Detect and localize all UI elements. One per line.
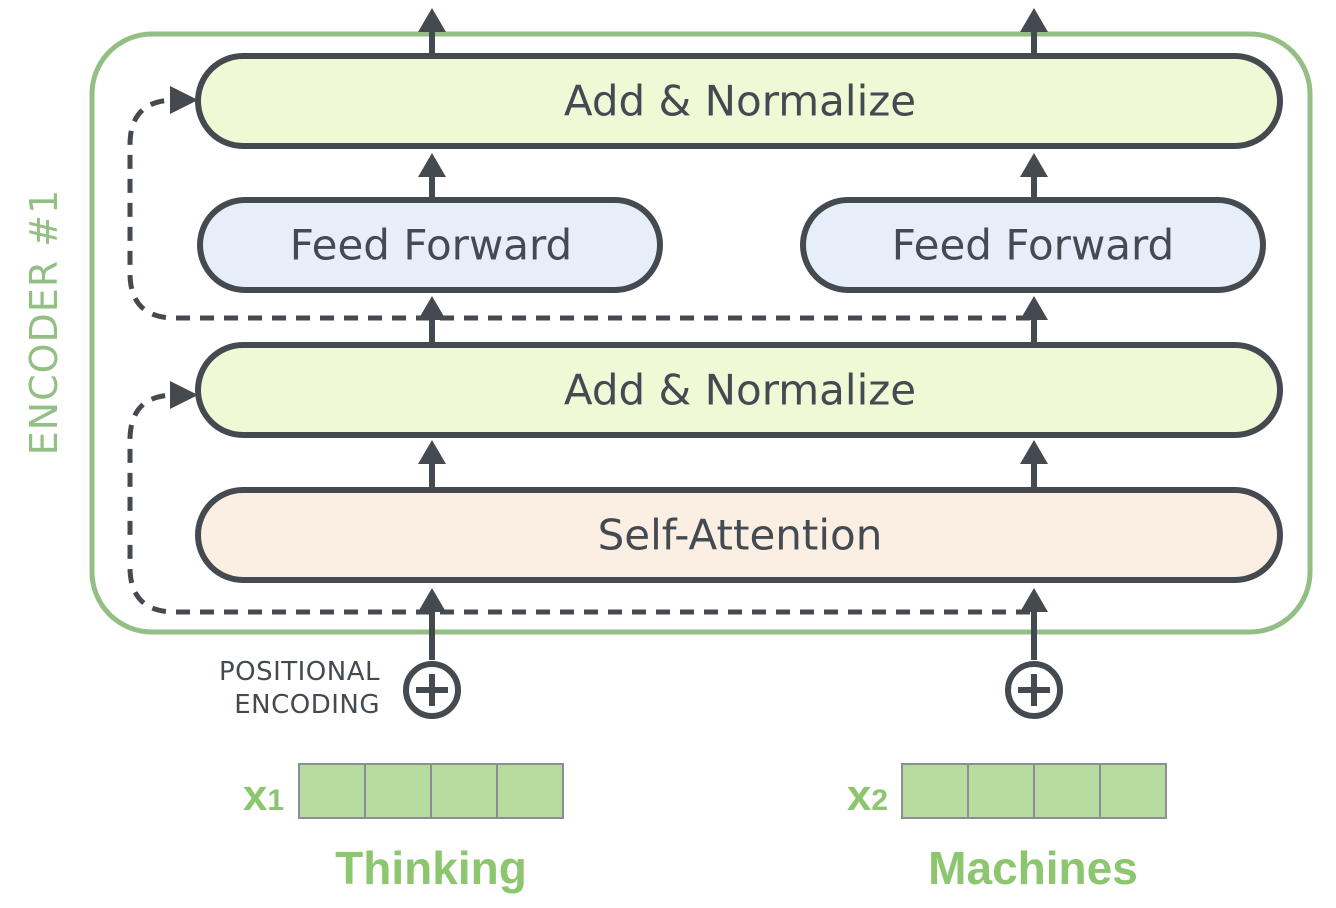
encoder-border (89, 31, 1313, 635)
self-attention: Self-Attention (195, 487, 1283, 583)
feed-forward-right: Feed Forward (800, 197, 1266, 293)
residual-arrowhead-top (170, 86, 198, 114)
input-2-symbol: x2 (847, 771, 888, 820)
add-normalize-top: Add & Normalize (195, 53, 1283, 149)
self-attention-label: Self-Attention (598, 511, 883, 560)
positional-encoding-line2: ENCODING (234, 690, 380, 720)
feed-forward-left-label: Feed Forward (290, 221, 572, 270)
positional-encoding-line1: POSITIONAL (219, 657, 380, 687)
plus-circle-icon (1005, 661, 1063, 719)
input-2: x2 Machines (847, 763, 1167, 894)
add-normalize-bottom-label: Add & Normalize (564, 366, 916, 415)
flow-arrows-right (1020, 8, 1048, 660)
plus-circle-icon (403, 661, 461, 719)
encoder-label: ENCODER #1 (22, 189, 66, 456)
feed-forward-right-label: Feed Forward (892, 221, 1174, 270)
add-normalize-top-label: Add & Normalize (564, 77, 916, 126)
input-1-symbol: x1 (243, 771, 284, 820)
input-1-word: Thinking (335, 842, 527, 894)
input-2-word: Machines (928, 842, 1138, 894)
residual-arrowhead-bottom (170, 381, 198, 409)
input-2-embedding (901, 763, 1167, 819)
residual-path-bottom (127, 392, 1030, 615)
flow-arrows-left (418, 8, 446, 660)
feed-forward-left: Feed Forward (197, 197, 663, 293)
input-1-embedding (298, 763, 564, 819)
residual-path-top (127, 97, 1030, 321)
add-normalize-bottom: Add & Normalize (195, 342, 1283, 438)
input-1: x1 Thinking (243, 763, 564, 894)
